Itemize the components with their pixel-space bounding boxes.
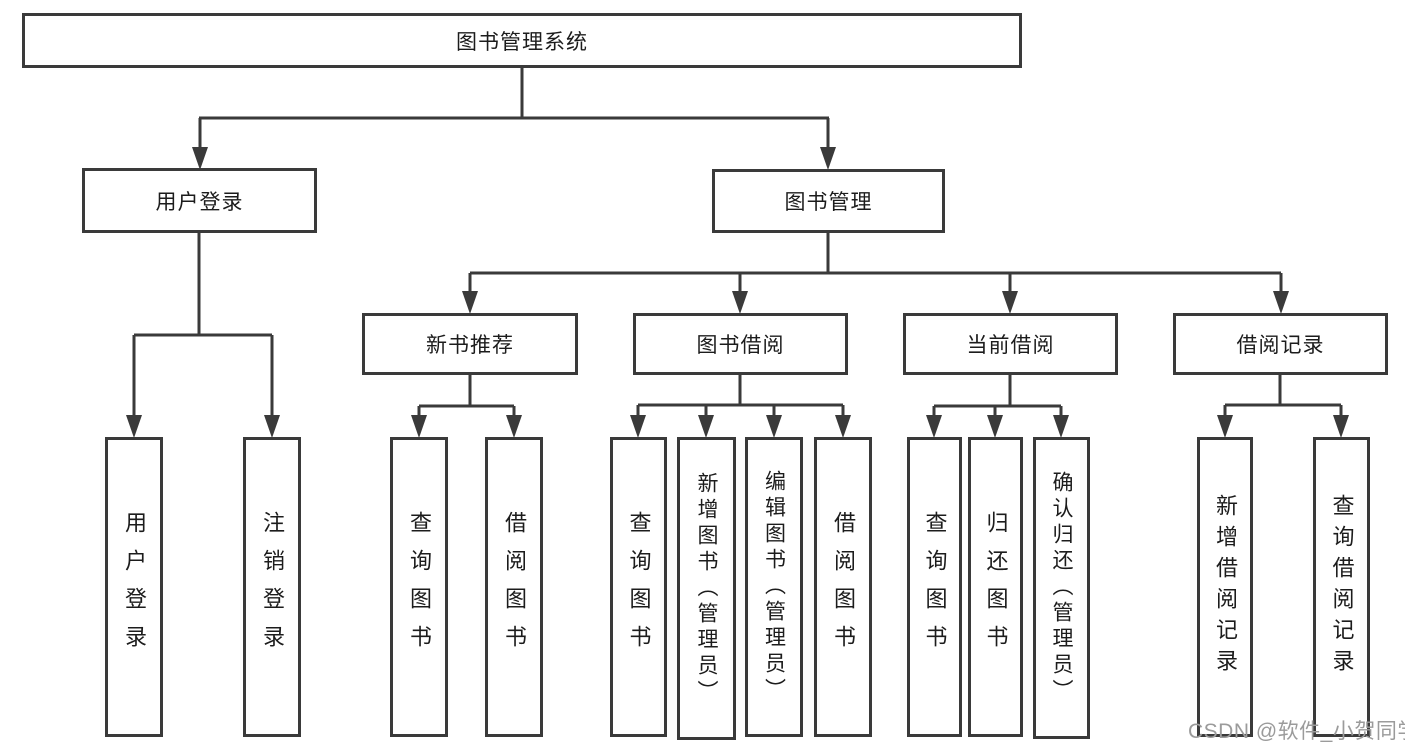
leaf-label: 查询图书 (626, 511, 652, 663)
connector-current-to-leaves (926, 373, 1069, 438)
connector-root-to-level2 (192, 66, 836, 170)
node-current-borrowing: 当前借阅 (903, 313, 1118, 375)
leaf-borrow-borrow-books: 借阅图书 (814, 437, 872, 737)
leaf-label: 新增借阅记录 (1213, 494, 1238, 680)
node-book-borrowing: 图书借阅 (633, 313, 848, 375)
leaf-current-confirm-return-admin: 确认归还（管理员） (1033, 437, 1090, 739)
leaf-label: 借阅图书 (502, 511, 527, 663)
leaf-logout: 注销登录 (243, 437, 301, 737)
leaf-records-add-record: 新增借阅记录 (1197, 437, 1253, 737)
leaf-label: 查询图书 (407, 511, 432, 663)
node-new-book-recommend: 新书推荐 (362, 313, 578, 375)
watermark: CSDN @软件_小贺同学 (1188, 720, 1405, 743)
connector-borrowing-to-leaves (630, 373, 851, 438)
leaf-label: 确认归还（管理员） (1050, 471, 1073, 705)
leaf-label: 归还图书 (983, 511, 1009, 663)
node-root: 图书管理系统 (22, 13, 1022, 68)
leaf-borrow-add-books-admin: 新增图书（管理员） (677, 437, 736, 740)
leaf-label: 编辑图书（管理员） (762, 470, 786, 704)
leaf-newbook-query-books: 查询图书 (390, 437, 448, 737)
leaf-label: 用户登录 (122, 511, 147, 663)
leaf-label: 查询图书 (922, 511, 948, 663)
node-borrowing-records: 借阅记录 (1173, 313, 1388, 375)
connector-login-to-leaves (126, 231, 280, 438)
node-user-login: 用户登录 (82, 168, 317, 233)
connector-records-to-leaves (1217, 373, 1349, 438)
leaf-label: 注销登录 (260, 511, 285, 663)
leaf-newbook-borrow-books: 借阅图书 (485, 437, 543, 737)
leaf-user-login: 用户登录 (105, 437, 163, 737)
leaf-label: 新增图书（管理员） (695, 471, 718, 706)
leaf-current-query-books: 查询图书 (907, 437, 962, 737)
leaf-borrow-edit-books-admin: 编辑图书（管理员） (745, 437, 803, 737)
leaf-records-query-record: 查询借阅记录 (1313, 437, 1370, 737)
connector-mgmt-to-level3 (462, 231, 1289, 314)
node-book-management: 图书管理 (712, 169, 945, 233)
connector-newbooks-to-leaves (411, 373, 522, 438)
leaf-label: 查询借阅记录 (1329, 494, 1355, 680)
leaf-current-return-books: 归还图书 (968, 437, 1023, 737)
leaf-label: 借阅图书 (831, 511, 856, 663)
leaf-borrow-query-books: 查询图书 (610, 437, 667, 737)
